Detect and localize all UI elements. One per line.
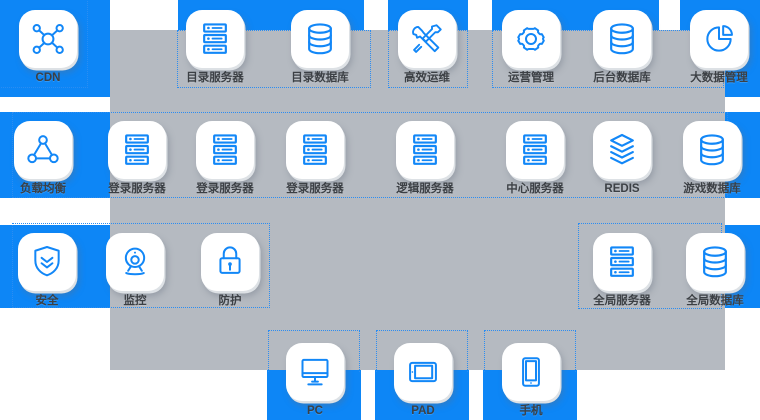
- node-global-database: 全局数据库: [686, 233, 744, 308]
- server-icon: [286, 121, 344, 179]
- node-label: 逻辑服务器: [396, 183, 454, 195]
- node-label: 大数据管理: [690, 72, 748, 84]
- group-box-directory: [177, 30, 371, 88]
- node-directory-database: 目录数据库: [291, 10, 349, 85]
- database-icon: [686, 233, 744, 291]
- webcam-icon: [106, 233, 164, 291]
- node-label: 中心服务器: [506, 183, 564, 195]
- node-redis: REDIS: [593, 121, 651, 196]
- node-label: 游戏数据库: [683, 183, 741, 195]
- node-label: 安全: [35, 295, 59, 307]
- node-logic-server: 逻辑服务器: [396, 121, 454, 196]
- wrench-screwdriver-icon: [398, 10, 456, 68]
- node-center-server: 中心服务器: [506, 121, 564, 196]
- pie-chart-icon: [690, 10, 748, 68]
- node-login-server-1: 登录服务器: [108, 121, 166, 196]
- node-login-server-2: 登录服务器: [196, 121, 254, 196]
- node-label: 登录服务器: [196, 183, 254, 195]
- server-icon: [186, 10, 244, 68]
- layers-icon: [593, 121, 651, 179]
- node-label: 手机: [519, 405, 543, 417]
- node-label: 登录服务器: [286, 183, 344, 195]
- group-box-pad: [376, 330, 468, 372]
- tablet-icon: [394, 343, 452, 401]
- node-label: REDIS: [604, 183, 640, 195]
- lock-icon: [201, 233, 259, 291]
- node-label: 防护: [218, 295, 242, 307]
- node-label: 高效运维: [404, 72, 450, 84]
- node-label: 全局数据库: [686, 295, 744, 307]
- gray-panel: [110, 30, 725, 370]
- node-global-server: 全局服务器: [593, 233, 651, 308]
- node-pad: PAD: [394, 343, 452, 418]
- node-label: 全局服务器: [593, 295, 651, 307]
- node-cdn: CDN: [19, 10, 77, 85]
- node-login-server-3: 登录服务器: [286, 121, 344, 196]
- node-directory-server: 目录服务器: [186, 10, 244, 85]
- server-icon: [196, 121, 254, 179]
- group-box-pc: [268, 330, 360, 372]
- node-load-balancer: 负载均衡: [14, 121, 72, 196]
- node-monitoring: 监控: [106, 233, 164, 308]
- node-bigdata-mgmt: 大数据管理: [690, 10, 748, 85]
- database-icon: [593, 10, 651, 68]
- server-icon: [593, 233, 651, 291]
- node-efficient-ops: 高效运维: [398, 10, 456, 85]
- node-operation-mgmt: 运营管理: [502, 10, 560, 85]
- node-game-database: 游戏数据库: [683, 121, 741, 196]
- database-icon: [683, 121, 741, 179]
- desktop-monitor-icon: [286, 343, 344, 401]
- phone-icon: [502, 343, 560, 401]
- group-box-cdn: [0, 0, 88, 88]
- node-backend-database: 后台数据库: [593, 10, 651, 85]
- group-box-security: [12, 223, 270, 308]
- load-balancer-icon: [14, 121, 72, 179]
- server-icon: [108, 121, 166, 179]
- node-security: 安全: [18, 233, 76, 308]
- shield-icon: [18, 233, 76, 291]
- node-label: PAD: [411, 405, 435, 417]
- node-label: 运营管理: [508, 72, 554, 84]
- cdn-network-icon: [19, 10, 77, 68]
- server-icon: [396, 121, 454, 179]
- node-label: 目录数据库: [291, 72, 349, 84]
- group-box-mobile: [484, 330, 576, 372]
- node-label: PC: [307, 405, 323, 417]
- server-icon: [506, 121, 564, 179]
- node-label: 目录服务器: [186, 72, 244, 84]
- node-pc: PC: [286, 343, 344, 418]
- gear-icon: [502, 10, 560, 68]
- node-mobile: 手机: [502, 343, 560, 418]
- node-label: 后台数据库: [593, 72, 651, 84]
- node-label: 负载均衡: [20, 183, 66, 195]
- node-label: 监控: [123, 295, 147, 307]
- database-icon: [291, 10, 349, 68]
- node-label: CDN: [35, 72, 61, 84]
- node-protection: 防护: [201, 233, 259, 308]
- node-label: 登录服务器: [108, 183, 166, 195]
